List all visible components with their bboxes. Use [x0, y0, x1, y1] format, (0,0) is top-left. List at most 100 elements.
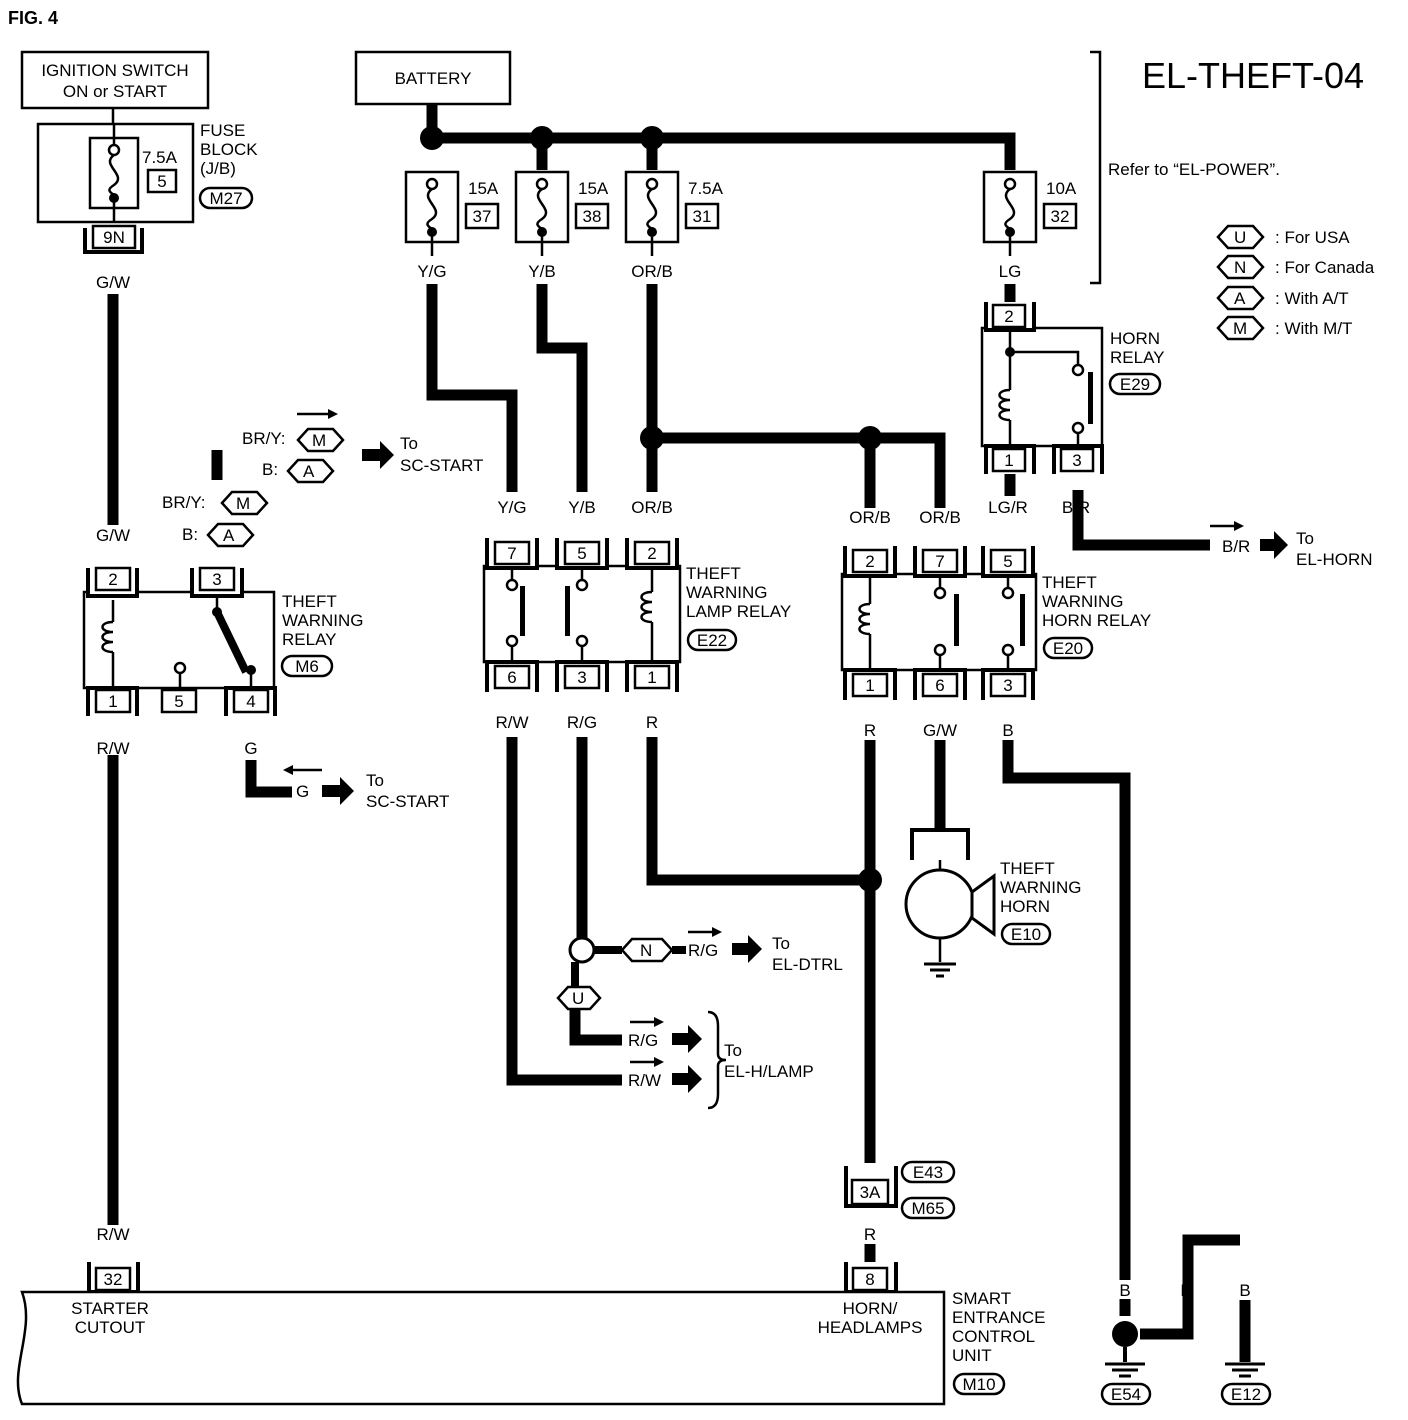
fuse-amp-label: 15A	[468, 179, 499, 198]
wire-label-orb-2: OR/B	[849, 508, 891, 527]
fuse-number-label: 37	[473, 207, 492, 226]
theft-relay-pin-3: 3	[212, 570, 221, 589]
to-label-2: To	[366, 771, 384, 790]
fuse-block-l3: (J/B)	[200, 159, 236, 178]
lamp-relay-pin-2: 2	[625, 538, 679, 570]
fuse-wire-label: LG	[999, 262, 1022, 281]
to-label-4: To	[724, 1041, 742, 1060]
fuse-wire-label: Y/B	[528, 262, 555, 281]
starter-cutout-l2: CUTOUT	[75, 1318, 146, 1337]
lamp-relay-pin-7: 7	[485, 538, 539, 570]
fuse-number: 5	[157, 172, 166, 191]
el-dtrl: EL-DTRL	[772, 955, 843, 974]
wire-label-b-4: B	[1119, 1281, 1130, 1300]
pin-number: 6	[507, 668, 516, 687]
battery: BATTERY	[354, 50, 512, 106]
wire-label-r-3: R	[864, 1135, 876, 1154]
wire-label-r-2: R	[864, 721, 876, 740]
fuse-37: 15A 37Y/G	[404, 170, 500, 281]
theft-warning-relay: BR/Y: M B: A To SC-START BR/Y: M B: A 2 …	[82, 409, 483, 716]
legend-text-a: : With A/T	[1275, 289, 1349, 308]
wire-label-yg-relay: Y/G	[497, 498, 526, 517]
secu-l4: UNIT	[952, 1346, 992, 1365]
legend-text-n: : For Canada	[1275, 258, 1375, 277]
wire-label-b-3: B	[1002, 721, 1013, 740]
horn-relay-l1: HORN	[1110, 329, 1160, 348]
horn-relay-theft-pin-5: 5	[981, 546, 1035, 578]
option-a-2: A	[223, 526, 235, 545]
legend-code-n: N	[1234, 258, 1246, 277]
lamp-relay-pin-1: 1	[625, 660, 679, 692]
wire-label-g-1: G	[244, 739, 257, 758]
fuse-wire-label: OR/B	[631, 262, 673, 281]
pin-number: 5	[1003, 552, 1012, 571]
horn-relay-theft-connector: E20	[1053, 639, 1083, 658]
theft-warning-horn: + THEFT WARNING HORN E10	[904, 828, 1082, 978]
wire-label-b-6: B	[1239, 1281, 1250, 1300]
fuse-number-label: 32	[1051, 207, 1070, 226]
fuse-amp-label: 15A	[578, 179, 609, 198]
horn-relay-theft-l2: WARNING	[1042, 592, 1124, 611]
rg-branch: N R/G To EL-DTRL U R/G R/W To EL-H/LAMP	[556, 927, 843, 1110]
wire-label-b-1: B:	[262, 460, 278, 479]
theft-relay-l1: THEFT	[282, 592, 337, 611]
refer-text: Refer to “EL-POWER”.	[1108, 160, 1280, 179]
wire-label-gw-top: G/W	[96, 273, 130, 292]
horn-relay-pin-3: 3	[1072, 451, 1081, 470]
fuse-block-connector: M27	[209, 189, 242, 208]
horn-l1: THEFT	[1000, 859, 1055, 878]
horn-l2: WARNING	[1000, 878, 1082, 897]
horn-relay-theft-pin-6: 6	[913, 668, 967, 700]
to-label-3: To	[772, 934, 790, 953]
legend-text-m: : With M/T	[1275, 319, 1352, 338]
theft-relay-pin-5: 5	[174, 692, 183, 711]
lamp-relay-pin-6: 6	[485, 660, 539, 692]
to-label-1: To	[400, 434, 418, 453]
option-u: U	[572, 989, 584, 1008]
secu-l3: CONTROL	[952, 1327, 1035, 1346]
legend-text-u: : For USA	[1275, 228, 1350, 247]
ground-e54: E54	[1111, 1385, 1141, 1404]
starter-cutout-l1: STARTER	[71, 1299, 149, 1318]
horn-relay-theft-l1: THEFT	[1042, 573, 1097, 592]
pin-number: 1	[865, 676, 874, 695]
pin-number: 2	[865, 552, 874, 571]
wire-label-orb-relay: OR/B	[631, 498, 673, 517]
fuse-number-label: 31	[693, 207, 712, 226]
pin-number: 3	[577, 668, 586, 687]
wire-label-orb-3: OR/B	[919, 508, 961, 527]
fuse-amp-label: 7.5A	[688, 179, 724, 198]
horn-headlamps-l2: HEADLAMPS	[818, 1318, 923, 1337]
lamp-relay-pin-3: 3	[555, 660, 609, 692]
ignition-line2: ON or START	[63, 82, 167, 101]
fuse-block: 7.5A 5 FUSE BLOCK (J/B) M27 9N	[36, 121, 258, 254]
horn-relay-l2: RELAY	[1110, 348, 1165, 367]
theft-relay-pin-4: 4	[246, 692, 255, 711]
grounds: B B B E54 E12	[1100, 1281, 1272, 1406]
theft-relay-l3: RELAY	[282, 630, 337, 649]
fuse-amp-label: 10A	[1046, 179, 1077, 198]
fuse-amp: 7.5A	[142, 148, 178, 167]
wire-label-rw-4: R/W	[96, 1225, 129, 1244]
theft-relay-pin-2: 2	[108, 570, 117, 589]
horn-relay-theft-l3: HORN RELAY	[1042, 611, 1151, 630]
wire-label-br-1: B/R	[1062, 498, 1090, 517]
sc-start-1: SC-START	[400, 456, 483, 475]
sc-start-2: SC-START	[366, 792, 449, 811]
junction-dots	[420, 126, 1138, 1347]
secu-l2: ENTRANCE	[952, 1308, 1046, 1327]
horn-relay-theft-pin-2: 2	[843, 546, 897, 578]
lamp-relay-pin-5: 5	[555, 538, 609, 570]
joint-connector-2: M65	[911, 1199, 944, 1218]
wire-label-b-2: B:	[182, 525, 198, 544]
wire-label-rw-3: R/W	[628, 1071, 661, 1090]
wire-label-rw-2: R/W	[495, 713, 528, 732]
smart-entrance-control-unit: R/W 32 8 STARTER CUTOUT HORN/ HEADLAMPS …	[16, 1225, 1046, 1406]
to-label-5: To	[1296, 529, 1314, 548]
legend: U : For USA N : For Canada A : With A/T …	[1216, 224, 1375, 341]
joint-terminal: 3A	[860, 1183, 881, 1202]
fuse-wire-label: Y/G	[417, 262, 446, 281]
